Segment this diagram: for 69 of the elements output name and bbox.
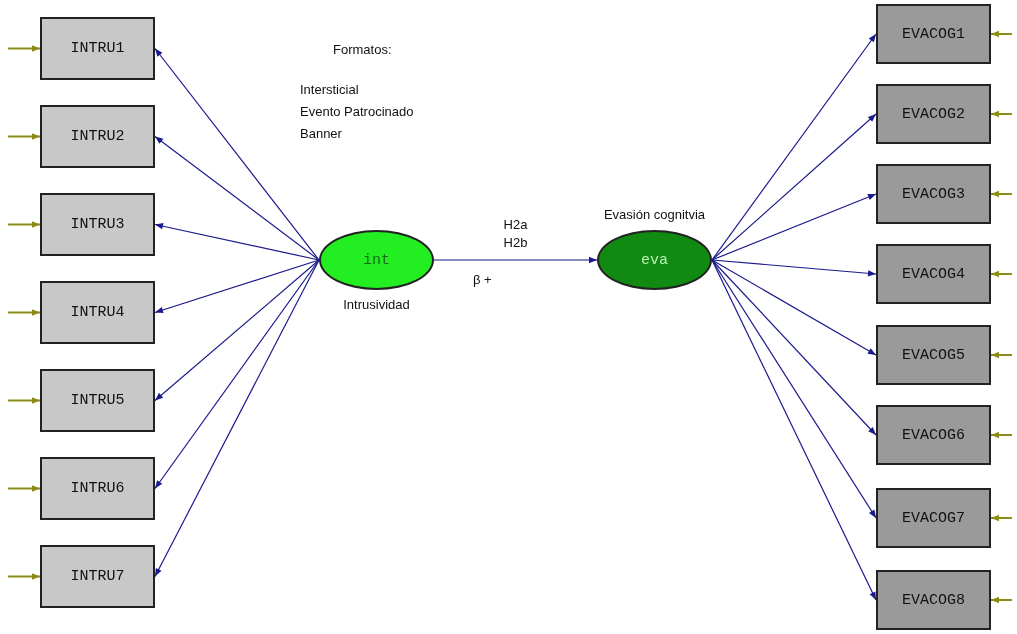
indicator-box [40, 457, 155, 520]
variable-name: EVACOG2 [902, 105, 965, 123]
indicator-box [876, 84, 991, 144]
path-coefficient: β + [473, 272, 492, 287]
variable-name: EVACOG1 [902, 25, 965, 43]
error-arrow [990, 431, 1013, 439]
indicator-box [40, 369, 155, 432]
path-arrow [711, 259, 877, 519]
path-arrow [433, 256, 598, 264]
path-arrow [154, 47, 320, 261]
variable-name: INTRU2 [70, 128, 125, 145]
path-arrow [711, 193, 877, 261]
indicator-box [876, 488, 991, 548]
path-arrow [154, 259, 320, 314]
error-arrow [990, 110, 1013, 118]
path-arrow [711, 259, 877, 277]
indicator-box [876, 244, 991, 304]
variable-name: INTRU5 [70, 392, 125, 409]
indicator-box [40, 281, 155, 344]
indicator-box [876, 405, 991, 465]
error-arrow [7, 573, 41, 580]
error-arrow [7, 133, 41, 140]
error-arrow [990, 514, 1013, 522]
variable-name: INTRU7 [70, 568, 125, 585]
path-arrow [154, 223, 320, 261]
note-text: Intersticial [300, 82, 359, 97]
path-arrow [154, 135, 320, 261]
note-heading: Formatos: [333, 42, 392, 57]
error-arrow [7, 221, 41, 228]
indicator-box [40, 545, 155, 608]
path-arrow [154, 259, 320, 490]
variable-name: EVACOG7 [902, 509, 965, 527]
note-text: Banner [300, 126, 342, 141]
indicator-box [876, 164, 991, 224]
indicator-box [40, 193, 155, 256]
error-arrow [990, 270, 1013, 278]
error-arrow [990, 596, 1013, 604]
error-arrow [990, 351, 1013, 359]
variable-name: EVACOG5 [902, 346, 965, 364]
path-arrow [154, 259, 320, 402]
indicator-box [876, 4, 991, 64]
variable-caption: Evasión cognitvia [602, 206, 707, 224]
variable-caption: Intrusividad [342, 296, 411, 314]
indicator-box [40, 105, 155, 168]
variable-name: EVACOG8 [902, 591, 965, 609]
note-text: Evento Patrocinado [300, 104, 414, 119]
indicator-box [876, 570, 991, 630]
variable-name: EVACOG4 [902, 265, 965, 283]
variable-name: EVACOG6 [902, 426, 965, 444]
variable-name: eva [641, 251, 668, 269]
path-arrow [711, 113, 877, 261]
indicator-box [876, 325, 991, 385]
error-arrow [990, 190, 1013, 198]
error-arrow [7, 309, 41, 316]
error-arrow [7, 485, 41, 492]
path-arrow [711, 259, 877, 356]
variable-name: INTRU4 [70, 304, 125, 321]
variable-name: EVACOG3 [902, 185, 965, 203]
path-arrow [711, 33, 877, 261]
error-arrow [7, 397, 41, 404]
variable-name: INTRU6 [70, 480, 125, 497]
variable-name: INTRU1 [70, 40, 125, 57]
path-arrow [711, 259, 877, 436]
variable-name: INTRU3 [70, 216, 125, 233]
error-arrow [7, 45, 41, 52]
path-arrow [154, 259, 320, 578]
variable-name: int [363, 251, 390, 269]
indicator-box [40, 17, 155, 80]
error-arrow [990, 30, 1013, 38]
